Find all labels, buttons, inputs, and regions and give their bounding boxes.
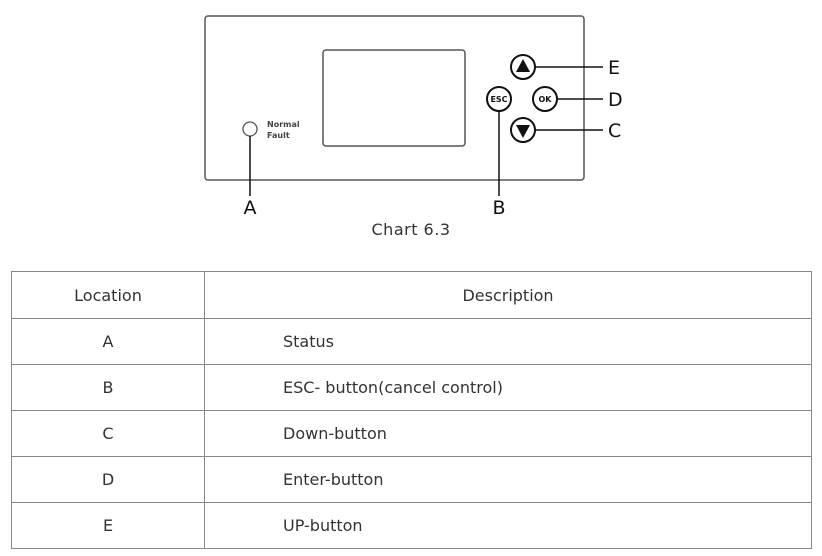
table-header-row: Location Description — [11, 271, 812, 319]
row-location: C — [11, 410, 205, 457]
ok-button[interactable]: OK — [532, 86, 558, 112]
header-description: Description — [204, 271, 812, 319]
up-button[interactable] — [510, 54, 536, 80]
row-location: B — [11, 364, 205, 411]
row-location: A — [11, 318, 205, 365]
callout-label-b: B — [492, 197, 505, 219]
down-button[interactable] — [510, 117, 536, 143]
esc-button[interactable]: ESC — [486, 86, 512, 112]
callout-label-a: A — [244, 197, 257, 219]
table-row: C Down-button — [11, 410, 812, 457]
row-description: Status — [204, 318, 812, 365]
indicator-label-normal: Normal — [267, 120, 300, 129]
indicator-label-fault: Fault — [267, 131, 290, 140]
triangle-down-icon — [516, 125, 530, 138]
panel-frame — [204, 15, 585, 181]
row-description: UP-button — [204, 502, 812, 549]
figure-caption: Chart 6.3 — [371, 220, 451, 239]
row-location: D — [11, 456, 205, 503]
table-row: E UP-button — [11, 502, 812, 549]
header-location: Location — [11, 271, 205, 319]
callout-label-e: E — [608, 57, 620, 79]
location-description-table: Location Description A Status B ESC- but… — [11, 271, 812, 549]
ok-button-label: OK — [539, 95, 553, 104]
row-location: E — [11, 502, 205, 549]
display-screen — [322, 49, 466, 147]
esc-button-label: ESC — [490, 95, 507, 104]
callout-label-d: D — [608, 89, 623, 111]
row-description: ESC- button(cancel control) — [204, 364, 812, 411]
control-panel-diagram: Normal Fault ESC OK A B C D E — [204, 15, 623, 219]
row-description: Down-button — [204, 410, 812, 457]
status-led — [242, 121, 258, 137]
row-description: Enter-button — [204, 456, 812, 503]
table-row: D Enter-button — [11, 456, 812, 503]
triangle-up-icon — [516, 59, 530, 72]
table-row: A Status — [11, 318, 812, 365]
table-row: B ESC- button(cancel control) — [11, 364, 812, 411]
callout-label-c: C — [608, 120, 621, 142]
